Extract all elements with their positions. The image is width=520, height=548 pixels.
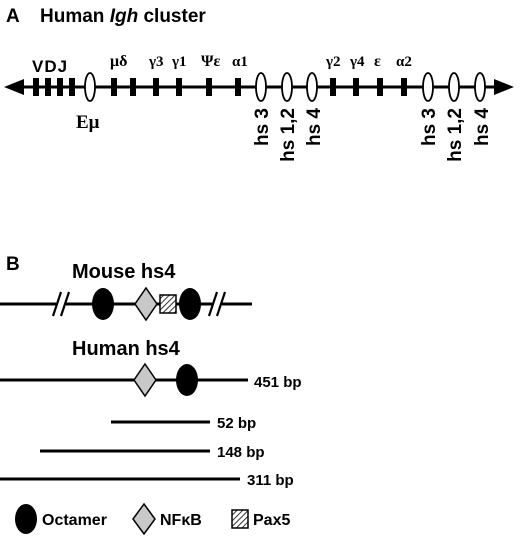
v-segment-bar xyxy=(45,78,51,96)
mu-delta-label: μδ xyxy=(110,53,127,70)
legend-nfkb-icon xyxy=(132,502,156,536)
title-prefix: Human xyxy=(40,6,104,27)
gamma3-gene-bar xyxy=(153,78,159,96)
panel-a-title: Human Igh cluster xyxy=(40,6,206,27)
hs4-right-label: hs 4 xyxy=(472,108,493,146)
right-arrow-icon xyxy=(494,79,514,95)
constant-gene-bars xyxy=(111,78,407,96)
legend-nfkb-label: NFκB xyxy=(160,512,202,529)
hs4-right-oval xyxy=(474,72,486,102)
hs12-left-label: hs 1,2 xyxy=(278,108,299,162)
gamma4-label: γ4 xyxy=(349,54,365,70)
alpha2-label: α2 xyxy=(396,54,412,70)
alpha2-gene-bar xyxy=(401,78,407,96)
gamma2-gene-bar xyxy=(330,78,336,96)
break-mark-right xyxy=(207,291,219,317)
hs12-right-label: hs 1,2 xyxy=(445,108,466,162)
mouse-nfkb-site xyxy=(134,286,158,322)
mouse-octamer-2 xyxy=(179,288,201,320)
epsilon-label: ε xyxy=(374,53,381,70)
hs12-right-oval xyxy=(448,72,460,102)
hs3-right-label: hs 3 xyxy=(419,108,440,146)
break-gap-left xyxy=(56,291,66,317)
gamma2-label: γ2 xyxy=(325,54,341,70)
vdj-label: VDJ xyxy=(32,57,68,76)
v-segment-bar xyxy=(33,78,39,96)
mu-gene-bar xyxy=(111,78,117,96)
vdj-segments xyxy=(33,78,75,96)
human-hs4-title: Human hs4 xyxy=(72,338,181,360)
psi-epsilon-label: Ψε xyxy=(201,53,220,70)
legend-pax5-icon xyxy=(231,509,249,529)
constant-gene-labels: μδ γ3 γ1 Ψε α1 γ2 γ4 ε α2 xyxy=(110,53,412,70)
legend-octamer-icon xyxy=(15,504,37,534)
human-octamer xyxy=(176,364,198,396)
break-mark-left xyxy=(59,291,71,317)
hs4-left-oval xyxy=(306,72,318,102)
human-nfkb-site xyxy=(133,362,157,398)
hs4-left-label: hs 4 xyxy=(304,108,325,146)
break-mark-left xyxy=(51,291,63,317)
legend-pax5-label: Pax5 xyxy=(253,512,290,529)
alpha1-label: α1 xyxy=(232,54,248,70)
hs3-left-label: hs 3 xyxy=(252,108,273,146)
emu-enhancer-oval xyxy=(84,72,96,102)
gamma1-gene-bar xyxy=(176,78,182,96)
human-hs4-construct xyxy=(0,362,248,398)
break-mark-right xyxy=(215,291,227,317)
gamma1-label: γ1 xyxy=(171,54,187,70)
panel-a-letter: A xyxy=(6,6,20,27)
gamma3-label: γ3 xyxy=(148,54,164,70)
alpha1-gene-bar xyxy=(235,78,241,96)
fragment-52bp-label: 52 bp xyxy=(217,415,256,432)
legend: Octamer NFκB Pax5 xyxy=(15,502,290,536)
mouse-octamer-1 xyxy=(92,288,114,320)
emu-label: Eμ xyxy=(76,112,100,133)
hs3-left-oval xyxy=(255,72,267,102)
mouse-hs4-title: Mouse hs4 xyxy=(72,261,176,283)
epsilon-gene-bar xyxy=(377,78,383,96)
fragment-451bp-label: 451 bp xyxy=(254,374,302,391)
legend-octamer-label: Octamer xyxy=(42,512,107,529)
fragment-148bp-label: 148 bp xyxy=(217,444,265,461)
mouse-hs4-construct xyxy=(0,286,252,322)
panel-b-letter: B xyxy=(6,254,20,275)
hs12-left-oval xyxy=(281,72,293,102)
left-arrow-icon xyxy=(4,79,24,95)
break-gap-right xyxy=(212,291,222,317)
title-gene: Igh xyxy=(110,6,139,27)
psi-epsilon-gene-bar xyxy=(206,78,212,96)
delta-gene-bar xyxy=(130,78,136,96)
mouse-pax5-site xyxy=(159,294,177,314)
gamma4-gene-bar xyxy=(353,78,359,96)
fragment-311bp-label: 311 bp xyxy=(247,472,294,489)
j-segment-bar xyxy=(69,78,75,96)
d-segment-bar xyxy=(57,78,63,96)
hs3-right-oval xyxy=(422,72,434,102)
title-suffix: cluster xyxy=(143,6,206,27)
